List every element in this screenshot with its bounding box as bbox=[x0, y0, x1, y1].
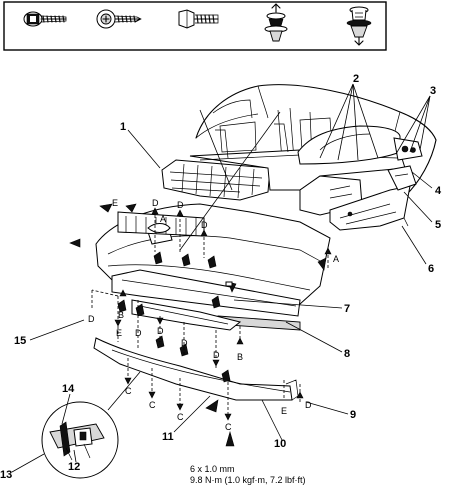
torque-specification: 6 x 1.0 mm 9.8 N·m (1.0 kgf·m, 7.2 lbf·f… bbox=[190, 464, 306, 485]
letter-d: D bbox=[181, 338, 188, 348]
letter-e: E bbox=[112, 198, 118, 208]
letter-e: E bbox=[116, 328, 122, 338]
letter-a: A bbox=[333, 254, 339, 264]
letter-d: D bbox=[305, 400, 312, 410]
callout-3: 3 bbox=[430, 85, 436, 97]
hex-bolt-icon bbox=[178, 9, 219, 29]
torque-value: 9.8 N·m (1.0 kgf·m, 7.2 lbf·ft) bbox=[190, 475, 306, 485]
letter-d: D bbox=[213, 350, 220, 360]
callout-9: 9 bbox=[350, 409, 356, 421]
trim-clip-icon bbox=[346, 6, 372, 46]
callout-7: 7 bbox=[344, 303, 350, 315]
callout-6: 6 bbox=[428, 263, 434, 275]
letter-d: D bbox=[177, 200, 184, 210]
upper-grille-assembly bbox=[161, 159, 271, 201]
callout-12: 12 bbox=[68, 461, 80, 473]
callout-11: 11 bbox=[162, 431, 174, 443]
letter-c: C bbox=[177, 412, 184, 422]
flange-bolt-icon bbox=[23, 11, 67, 27]
fastener-legend bbox=[3, 1, 387, 51]
push-clip-icon bbox=[264, 3, 288, 42]
location-letters: D D D A A E D B E D D D D B C C C C E D bbox=[88, 198, 339, 432]
callout-14: 14 bbox=[62, 383, 75, 395]
letter-c: C bbox=[125, 386, 132, 396]
callout-1: 1 bbox=[120, 121, 126, 133]
letter-a: A bbox=[160, 214, 166, 224]
letter-d: D bbox=[135, 328, 142, 338]
lower-air-dam bbox=[93, 337, 299, 401]
letter-d: D bbox=[201, 220, 208, 230]
callout-5: 5 bbox=[435, 219, 441, 231]
callout-2: 2 bbox=[353, 73, 359, 85]
letter-c: C bbox=[149, 400, 156, 410]
letter-e: E bbox=[281, 406, 287, 416]
torque-fastener-size: 6 x 1.0 mm bbox=[190, 464, 235, 474]
callout-10: 10 bbox=[274, 438, 286, 450]
letter-d: D bbox=[152, 198, 159, 208]
assembly-clips bbox=[99, 203, 327, 413]
callout-15: 15 bbox=[14, 335, 26, 347]
callout-13: 13 bbox=[0, 469, 12, 481]
clip-detail-inset bbox=[41, 371, 141, 479]
fastener-arrows bbox=[69, 207, 332, 447]
bumper-side-bracket bbox=[387, 165, 417, 191]
callout-numbers: 1 2 3 4 5 6 7 8 9 10 11 12 13 14 15 bbox=[0, 73, 442, 481]
callout-4: 4 bbox=[435, 185, 442, 197]
washer-screw-icon bbox=[96, 9, 142, 29]
headlight-assembly bbox=[297, 125, 423, 165]
letter-d: D bbox=[88, 314, 95, 324]
letter-b: B bbox=[118, 310, 124, 320]
letter-b: B bbox=[237, 352, 243, 362]
bumper-under-cover bbox=[131, 299, 242, 331]
lower-bumper-reinforcement bbox=[111, 269, 301, 331]
leader-lines bbox=[11, 83, 433, 473]
letter-c: C bbox=[225, 422, 232, 432]
splash-shield bbox=[329, 185, 411, 231]
callout-8: 8 bbox=[344, 348, 350, 360]
letter-d: D bbox=[157, 326, 164, 336]
